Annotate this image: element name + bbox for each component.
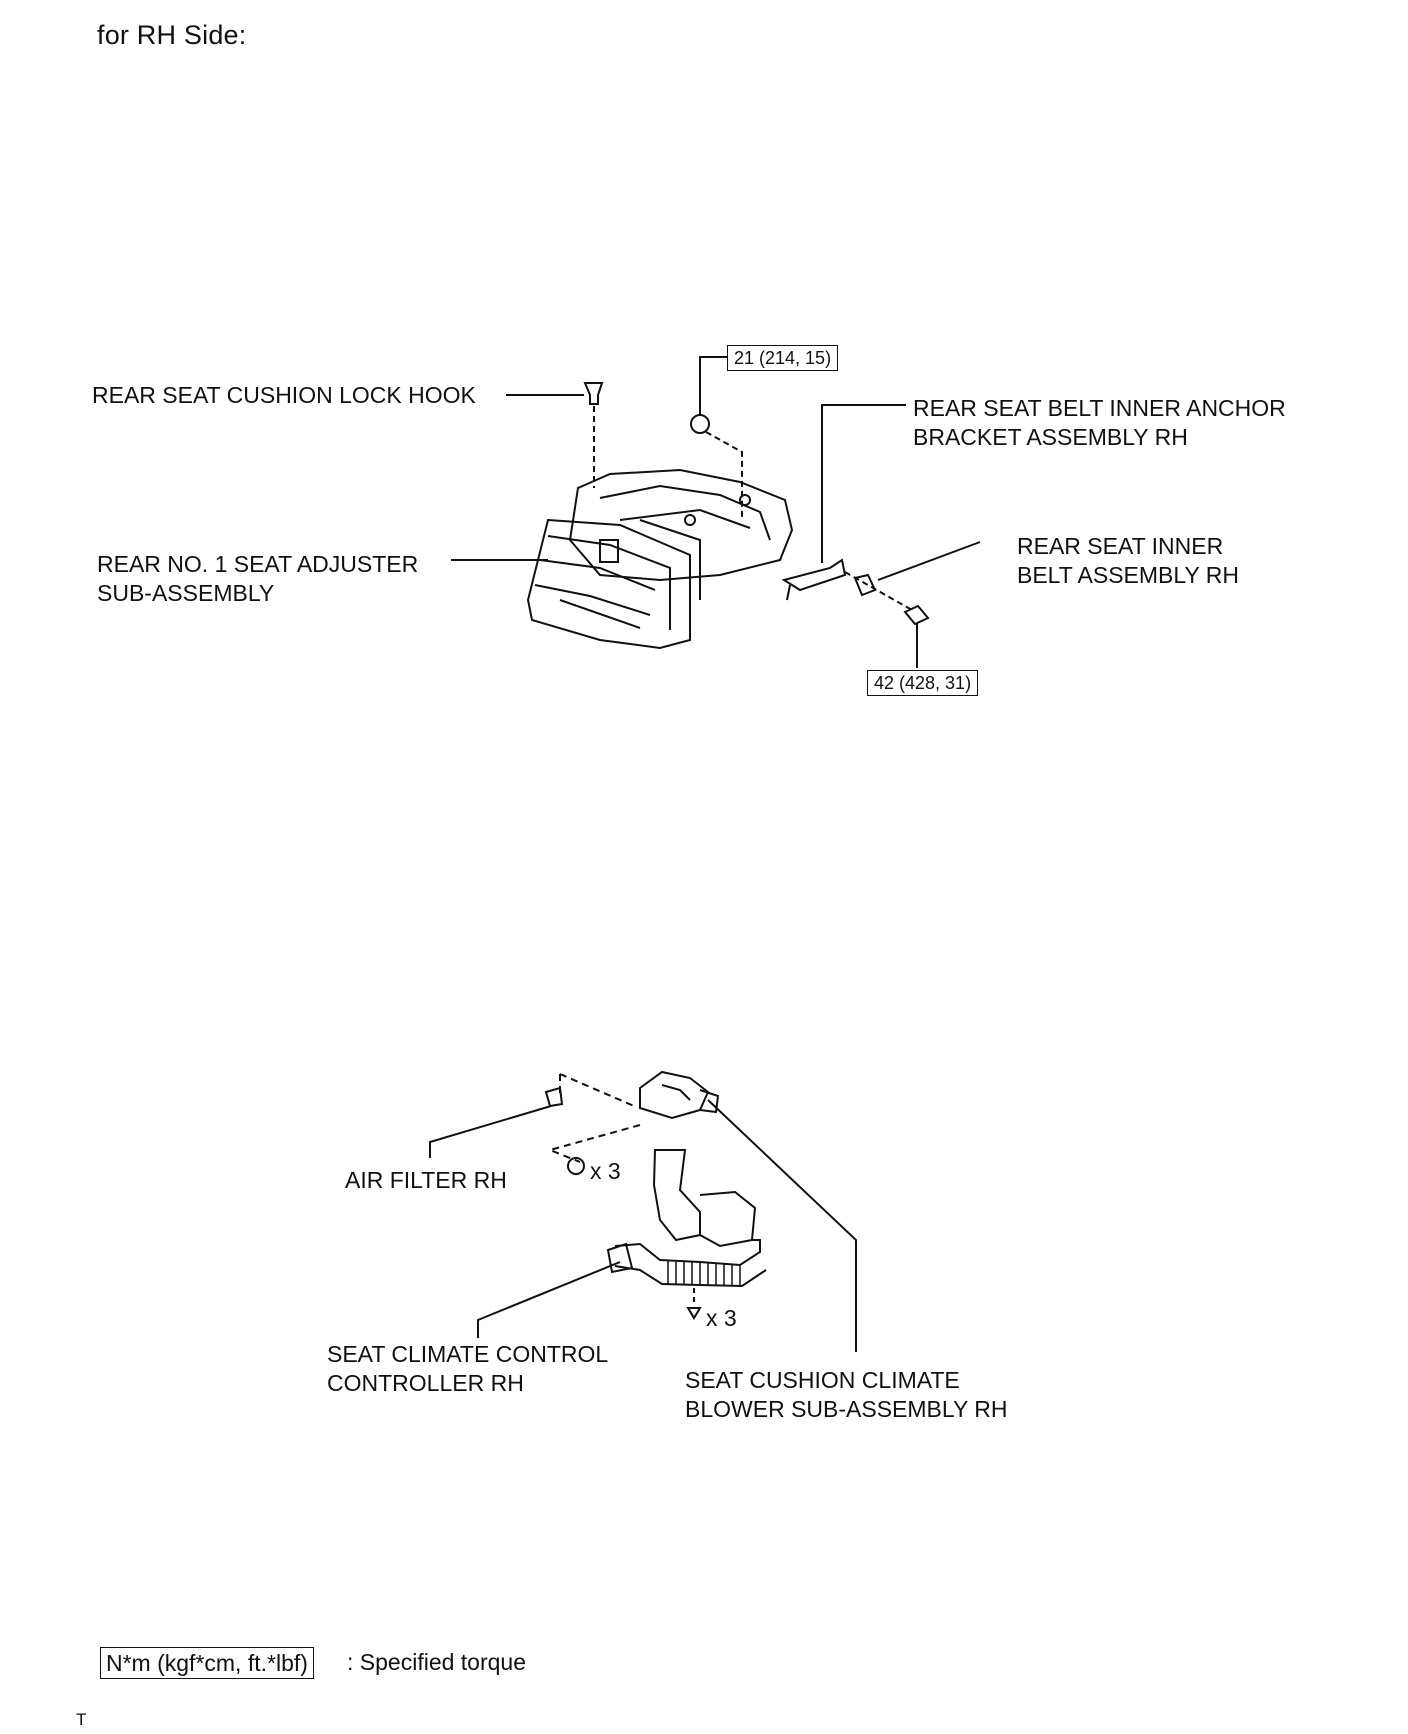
leader-line-air-filter [429,1105,552,1158]
footer-code: T [76,1710,87,1729]
blower-part [639,1070,710,1120]
nut-dash [705,431,743,520]
seat-adjuster-frame [526,468,794,650]
page-heading: for RH Side: [97,20,247,50]
label-inner-belt-line1: REAR SEAT INNER [1017,533,1224,559]
label-blower-line1: SEAT CUSHION CLIMATE [685,1367,960,1393]
inner-belt-part [853,573,877,597]
torque-legend-box: N*m (kgf*cm, ft.*lbf) [100,1647,314,1679]
label-controller: SEAT CLIMATE CONTROL CONTROLLER RH [327,1340,608,1398]
label-anchor-bracket: REAR SEAT BELT INNER ANCHOR BRACKET ASSE… [913,394,1286,452]
anchor-bracket-part [781,558,847,592]
leader-line-inner-belt [877,541,981,581]
leader-line-nut-torque [699,356,727,415]
label-lock-hook: REAR SEAT CUSHION LOCK HOOK [92,382,476,408]
label-anchor-bracket-line1: REAR SEAT BELT INNER ANCHOR [913,395,1286,421]
belt-dash [844,571,913,611]
label-seat-adjuster: REAR NO. 1 SEAT ADJUSTER SUB-ASSEMBLY [97,550,418,608]
label-inner-belt-line2: BELT ASSEMBLY RH [1017,562,1240,588]
controller-part [606,1242,634,1274]
label-seat-adjuster-line1: REAR NO. 1 SEAT ADJUSTER [97,551,419,577]
bolt-part [903,604,930,626]
anchor-bracket-tab [786,584,791,601]
label-air-filter: AIR FILTER RH [345,1167,507,1193]
label-blower-line2: BLOWER SUB-ASSEMBLY RH [685,1396,1008,1422]
torque-spec-nut: 21 (214, 15) [727,345,839,371]
label-controller-line1: SEAT CLIMATE CONTROL [327,1341,609,1367]
air-filter-part [544,1086,564,1108]
screw-quantity: x 3 [706,1305,737,1331]
label-blower: SEAT CUSHION CLIMATE BLOWER SUB-ASSEMBLY… [685,1366,1008,1424]
label-inner-belt: REAR SEAT INNER BELT ASSEMBLY RH [1017,532,1239,590]
label-anchor-bracket-line2: BRACKET ASSEMBLY RH [913,424,1188,450]
torque-legend-text: : Specified torque [347,1649,527,1675]
nut-part [690,414,710,434]
leader-line-controller [477,1261,621,1338]
duct-part [652,1149,701,1242]
leader-line-blower [707,1099,857,1352]
leader-line-anchor-bracket [821,404,906,563]
controller-hose [614,1239,761,1267]
screw-symbol [686,1307,702,1320]
nut-quantity: x 3 [590,1158,621,1184]
nut-symbol [567,1157,585,1175]
label-controller-line2: CONTROLLER RH [327,1370,524,1396]
label-seat-adjuster-line2: SUB-ASSEMBLY [97,580,275,606]
torque-spec-bolt: 42 (428, 31) [867,670,979,696]
lock-hook-part [583,382,604,405]
